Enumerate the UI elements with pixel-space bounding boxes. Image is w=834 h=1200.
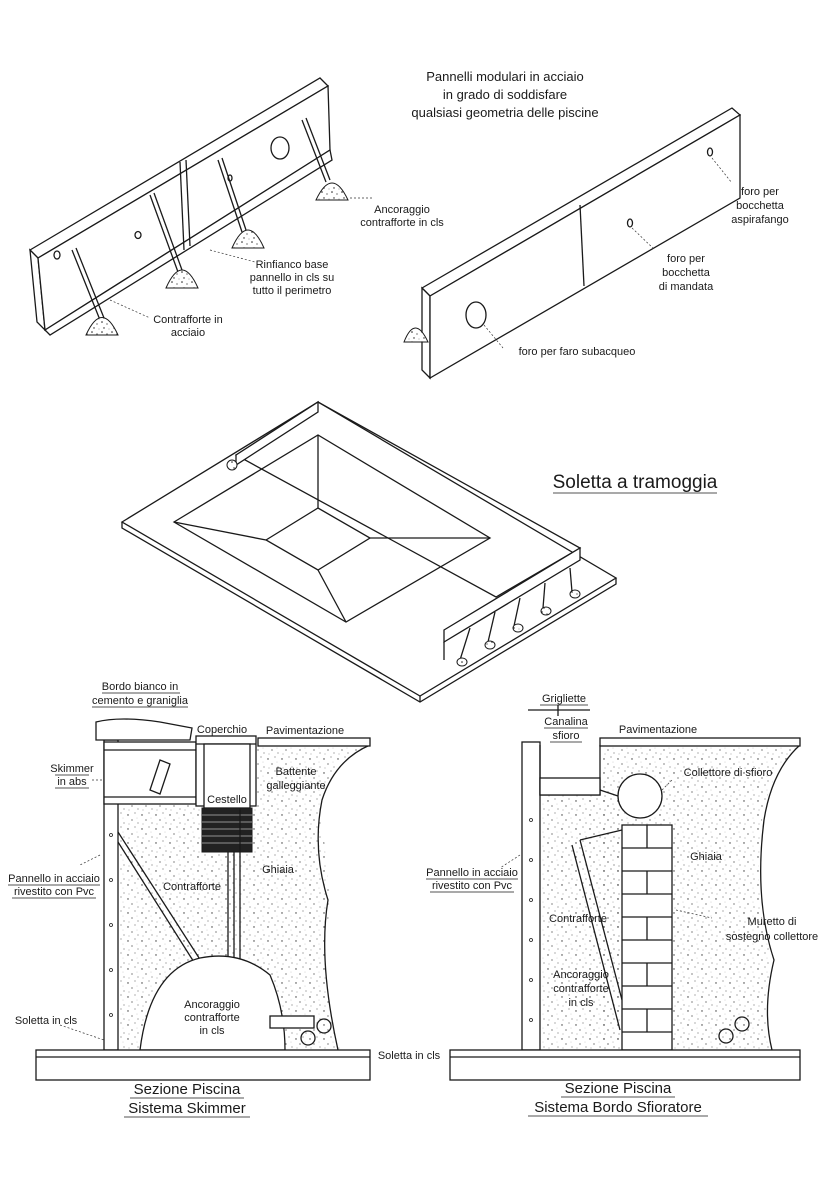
label-ancoraggio-skimmer-line-1: Ancoraggio: [184, 999, 240, 1011]
right-panel: [403, 107, 742, 380]
top-title-line-3: qualsiasi geometria delle piscine: [411, 105, 598, 120]
label-aspirafango-line-3: aspirafango: [731, 214, 789, 226]
label-buttress-line-1: Contrafforte in: [153, 314, 223, 326]
label-soletta-overflow: Soletta in cls: [378, 1050, 441, 1062]
label-ancoraggio-overflow-line-2: contrafforte: [553, 983, 608, 995]
left-panel-assembly: [28, 77, 372, 336]
skimmer-paving: [257, 737, 371, 747]
overflow-paving: [599, 737, 801, 747]
collector-pipe: [617, 773, 663, 819]
label-contrafforte-skimmer: Contrafforte: [163, 881, 221, 893]
label-base-line-2: pannello in cls su: [250, 272, 334, 284]
panel-holes: [529, 818, 533, 1022]
overflow-floor-slab: [449, 1049, 801, 1081]
label-battente-line-1: Battente: [276, 766, 317, 778]
label-mandata-line-2: bocchetta: [662, 267, 711, 279]
label-aspirafango-line-1: foro per: [741, 186, 779, 198]
skimmer-box: [103, 741, 197, 805]
top-title-line-2: in grado di soddisfare: [443, 87, 567, 102]
overflow-steel-panel: [521, 741, 541, 1051]
label-skimmer-line-1: Skimmer: [50, 763, 94, 775]
anchor-dome: [231, 229, 265, 249]
hopper-title: Soletta a tramoggia: [553, 472, 718, 493]
hopper-slab-base: [120, 401, 618, 697]
skimmer-caption-line-2: Sistema Skimmer: [128, 1100, 246, 1117]
anchor-dome: [315, 182, 349, 201]
label-cestello: Cestello: [207, 794, 247, 806]
label-grigliette: Grigliette: [542, 693, 586, 705]
anchor-dome: [165, 269, 199, 289]
label-anchor-line-2: contrafforte in cls: [360, 217, 444, 229]
label-ancoraggio-overflow-line-1: Ancoraggio: [553, 969, 609, 981]
label-skimmer-line-2: in abs: [57, 776, 87, 788]
label-collettore: Collettore di sfioro: [684, 767, 773, 779]
label-base-line-3: tutto il perimetro: [253, 285, 332, 297]
label-soletta-skimmer: Soletta in cls: [15, 1015, 78, 1027]
hopper-slab: [120, 400, 618, 703]
label-canalina-line-2: sfioro: [553, 730, 580, 742]
skimmer-caption-line-1: Sezione Piscina: [134, 1081, 241, 1098]
skimmer-section: [35, 718, 371, 1081]
right-panel-face: [429, 113, 741, 380]
label-ghiaia-skimmer: Ghiaia: [262, 864, 295, 876]
label-muretto-line-1: Muretto di: [748, 916, 797, 928]
label-pannello-overflow-line-1: Pannello in acciaio: [426, 867, 518, 879]
overflow-caption-line-2: Sistema Bordo Sfioratore: [534, 1099, 702, 1116]
anchor-dome: [403, 327, 429, 343]
hopper-buttresses: [226, 459, 581, 667]
label-pavimentazione-skimmer: Pavimentazione: [266, 725, 344, 737]
label-bordo-line-1: Bordo bianco in: [102, 681, 178, 693]
label-ancoraggio-skimmer-line-3: in cls: [199, 1025, 225, 1037]
top-title: Pannelli modulari in acciaio in grado di…: [411, 69, 598, 120]
label-bordo-line-2: cemento e graniglia: [92, 695, 189, 707]
label-pannello-skimmer-line-2: rivestito con Pvc: [14, 886, 95, 898]
label-anchor-line-1: Ancoraggio: [374, 204, 430, 216]
label-ancoraggio-skimmer-line-2: contrafforte: [184, 1012, 239, 1024]
label-muretto-line-2: sostegno collettore: [726, 931, 818, 943]
label-ghiaia-overflow: Ghiaia: [690, 851, 723, 863]
skimmer-floor-slab: [35, 1049, 371, 1081]
label-coperchio: Coperchio: [197, 724, 247, 736]
label-ancoraggio-overflow-line-3: in cls: [568, 997, 594, 1009]
label-mandata-line-3: di mandata: [659, 281, 714, 293]
white-coping: [95, 718, 193, 741]
anchorage-blob: [139, 955, 286, 1051]
label-pavimentazione-overflow: Pavimentazione: [619, 724, 697, 736]
anchor-dome: [85, 317, 119, 336]
label-battente-line-2: galleggiante: [266, 780, 325, 792]
label-mandata-line-1: foro per: [667, 253, 705, 265]
label-buttress-line-2: acciaio: [171, 327, 205, 339]
label-canalina-line-1: Canalina: [544, 716, 588, 728]
top-title-line-1: Pannelli modulari in acciaio: [426, 69, 584, 84]
brick-wall: [621, 824, 673, 1051]
overflow-section: [449, 705, 801, 1081]
label-pannello-skimmer-line-1: Pannello in acciaio: [8, 873, 100, 885]
label-contrafforte-overflow: Contrafforte: [549, 913, 607, 925]
panel-holes: [109, 833, 113, 1017]
label-faro: foro per faro subacqueo: [519, 346, 636, 358]
label-pannello-overflow-line-2: rivestito con Pvc: [432, 880, 513, 892]
overflow-caption-line-1: Sezione Piscina: [565, 1080, 672, 1097]
basket: [201, 807, 253, 853]
label-aspirafango-line-2: bocchetta: [736, 200, 785, 212]
label-base-line-1: Rinfianco base: [256, 259, 329, 271]
